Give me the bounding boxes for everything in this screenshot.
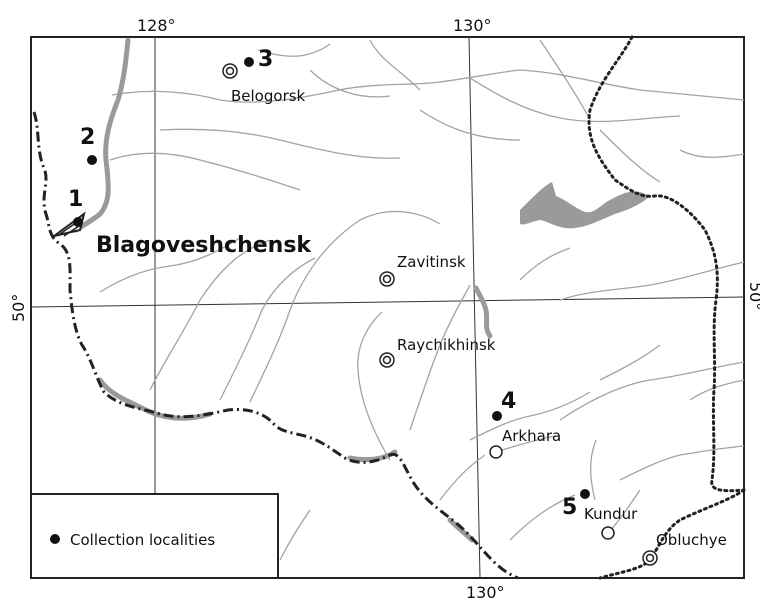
- lon-130-bottom-label: 130°: [466, 583, 505, 602]
- arkhara-marker: [489, 445, 503, 459]
- reservoir: [520, 182, 650, 229]
- locality-2-number: 2: [80, 125, 95, 150]
- legend-box: [30, 493, 279, 579]
- city-label-zavitinsk: Zavitinsk: [397, 253, 466, 271]
- legend: Collection localities: [30, 493, 279, 579]
- locality-1-number: 1: [68, 187, 83, 212]
- city-markers: [222, 63, 658, 566]
- lon-128-top-label: 128°: [137, 16, 176, 35]
- legend-dot: [50, 534, 60, 544]
- city-label-blagoveshchensk: Blagoveshchensk: [96, 233, 312, 258]
- lon-130-top-label: 130°: [453, 16, 492, 35]
- regional-boundary: [587, 35, 746, 493]
- city-label-arkhara: Arkhara: [502, 427, 561, 445]
- collection-locality-dots: [73, 57, 590, 499]
- graticule: [30, 36, 745, 579]
- lat-50-left-label: 50°: [9, 294, 28, 322]
- minor-rivers: [99, 39, 745, 561]
- regional-boundary-south: [598, 488, 746, 580]
- kundur-marker: [601, 526, 615, 540]
- map-frame: [30, 36, 745, 579]
- legend-label: Collection localities: [70, 531, 215, 549]
- city-label-raychikhinsk: Raychikhinsk: [397, 336, 496, 354]
- locality-1-dot: [73, 217, 83, 227]
- locality-3-number: 3: [258, 47, 273, 72]
- city-label-belogorsk: Belogorsk: [231, 87, 306, 105]
- city-label-kundur: Kundur: [584, 505, 638, 523]
- locality-5-dot: [580, 489, 590, 499]
- locality-4-dot: [492, 411, 502, 421]
- lat-50-right-label: 50°: [746, 282, 760, 310]
- international-border: [32, 111, 519, 580]
- locality-5-number: 5: [562, 495, 577, 520]
- locality-4-number: 4: [501, 389, 516, 414]
- locality-2-dot: [87, 155, 97, 165]
- locality-3-dot: [244, 57, 254, 67]
- city-label-obluchye: Obluchye: [656, 531, 727, 549]
